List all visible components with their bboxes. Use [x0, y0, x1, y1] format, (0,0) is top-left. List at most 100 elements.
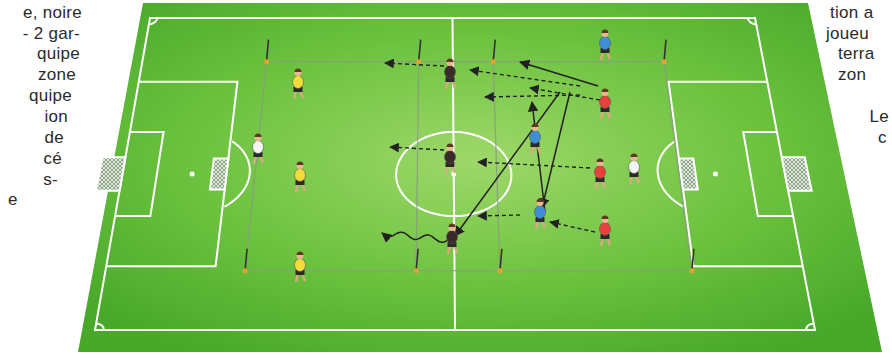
pass-arrow	[542, 92, 570, 208]
penalty-arc	[224, 141, 249, 206]
run-arrow	[550, 222, 595, 232]
player-figure	[600, 30, 611, 61]
zone-line	[245, 270, 692, 271]
player-figure	[629, 154, 640, 185]
goal-net	[782, 157, 812, 191]
hair	[255, 134, 262, 138]
text-fragment: - 2 gar-	[23, 24, 80, 44]
head	[447, 59, 454, 66]
penalty-area	[669, 82, 803, 267]
head	[255, 134, 262, 141]
text-fragment: s-	[43, 170, 58, 190]
head	[537, 199, 544, 206]
zone-line	[664, 62, 692, 271]
movement-arrows	[382, 62, 600, 242]
shirt	[447, 231, 458, 244]
grass-field	[78, 3, 882, 352]
pitch-markings	[95, 18, 815, 330]
hair	[297, 162, 304, 166]
pass-arrow	[455, 92, 560, 236]
player-figure	[530, 124, 541, 155]
player-figure	[445, 59, 456, 90]
shirt	[600, 223, 611, 236]
zone-line	[267, 61, 665, 62]
mini-goal	[679, 158, 698, 189]
shirt	[600, 96, 611, 109]
hair	[602, 89, 609, 93]
shirt	[595, 166, 606, 179]
pole-base	[689, 268, 694, 273]
hair	[449, 224, 456, 228]
run-arrow	[478, 215, 520, 216]
hair	[537, 199, 544, 203]
text-fragment: c	[878, 128, 887, 148]
text-fragment: terra	[838, 44, 874, 64]
shirt	[295, 259, 306, 272]
text-fragment: de	[44, 128, 64, 148]
head	[297, 162, 304, 169]
text-fragment: joueu	[826, 24, 869, 44]
text-fragment: Le	[869, 107, 889, 127]
head	[447, 144, 454, 151]
hair	[602, 30, 609, 34]
pole-base	[414, 268, 419, 273]
pass-arrow	[532, 102, 545, 212]
marker-pole	[493, 40, 495, 62]
run-arrow	[385, 63, 444, 66]
player-figure	[295, 252, 306, 283]
hair	[532, 124, 539, 128]
player-figure	[295, 162, 306, 193]
head	[602, 216, 609, 223]
text-fragment: cé	[43, 149, 62, 169]
run-arrow	[485, 95, 580, 97]
pole-base	[416, 59, 421, 64]
pole-base	[264, 59, 269, 64]
head	[449, 224, 456, 231]
touchline	[95, 18, 815, 330]
hair	[447, 144, 454, 148]
marker-pole	[419, 40, 421, 62]
mini-goal	[210, 158, 228, 189]
text-fragment: e	[8, 190, 18, 210]
centre-circle	[396, 132, 511, 216]
head	[295, 69, 302, 76]
head	[602, 30, 609, 37]
pass-arrow	[520, 62, 598, 86]
shirt	[629, 161, 640, 174]
marker-pole	[416, 249, 418, 271]
marker-pole	[267, 40, 269, 62]
dribble-arrow	[382, 232, 448, 242]
head	[597, 159, 604, 166]
pole-base	[491, 59, 496, 64]
player-figure	[445, 144, 456, 175]
goal-net	[96, 157, 125, 191]
marker-pole	[500, 249, 502, 271]
run-arrow	[390, 147, 444, 150]
players	[253, 30, 640, 283]
text-fragment: quipe	[29, 86, 72, 106]
hair	[447, 59, 454, 63]
text-fragment: ion	[44, 107, 68, 127]
head	[602, 89, 609, 96]
run-arrow	[478, 162, 590, 168]
player-figure	[447, 224, 458, 255]
text-fragment: tion a	[830, 3, 873, 23]
corner-arc	[806, 324, 814, 330]
run-arrow	[470, 70, 580, 86]
shirt	[600, 37, 611, 50]
marker-pole	[664, 40, 666, 62]
marker-pole	[692, 249, 694, 271]
player-figure	[600, 89, 611, 120]
player-figure	[600, 216, 611, 247]
spot	[713, 172, 718, 177]
head	[631, 154, 638, 161]
hair	[597, 159, 604, 163]
zone-line	[493, 62, 500, 271]
marker-pole	[245, 249, 247, 271]
run-arrow	[530, 88, 600, 100]
player-figure	[293, 69, 304, 100]
corner-arc	[96, 324, 104, 330]
corner-arc	[748, 18, 756, 24]
